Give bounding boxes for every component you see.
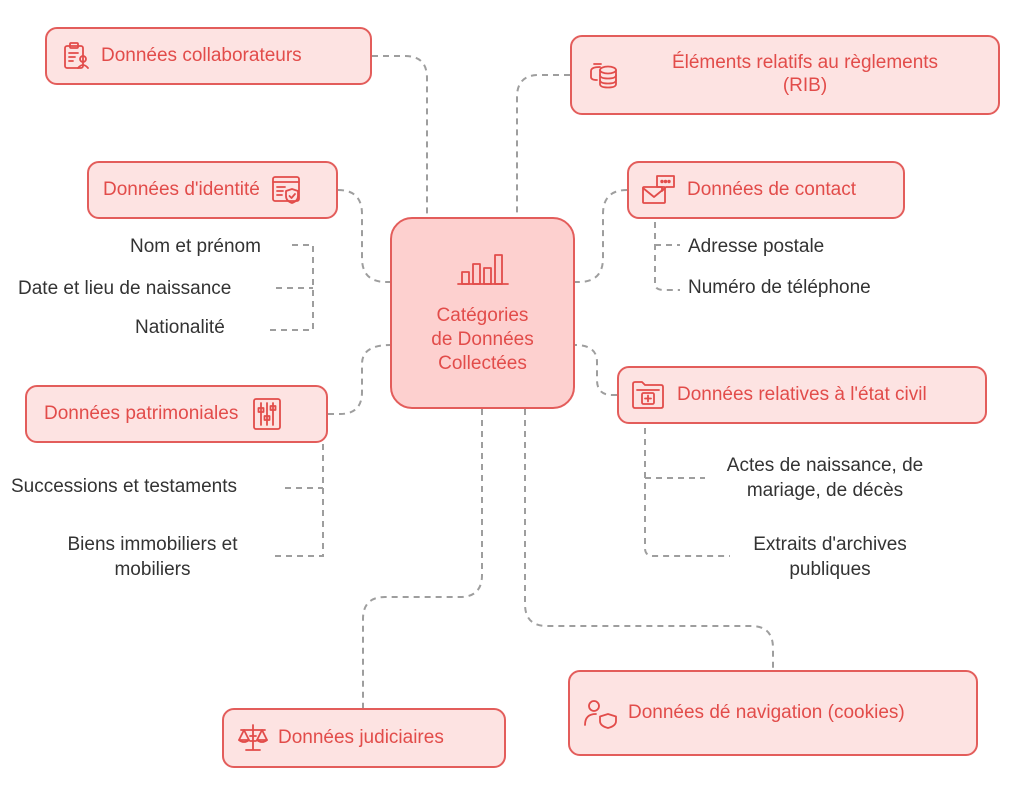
center-node: Catégories de Données Collectées bbox=[390, 217, 575, 409]
connector-contact bbox=[575, 189, 628, 283]
leaf-numero-telephone: Numéro de téléphone bbox=[688, 277, 871, 298]
leaf-date-lieu-naissance: Date et lieu de naissance bbox=[18, 278, 232, 299]
node-label: Données collaborateurs bbox=[101, 45, 302, 66]
center-title-line: Collectées bbox=[438, 353, 527, 375]
node-label: Données patrimoniales bbox=[44, 403, 239, 424]
node-identite: Données d'identité bbox=[87, 161, 338, 219]
connector-etat-civil bbox=[574, 344, 617, 396]
center-title-line: de Données bbox=[431, 328, 534, 350]
node-label-line: Éléments relatifs au règlements bbox=[671, 52, 939, 74]
node-label: Données judiciaires bbox=[278, 727, 444, 748]
connector-leaf-etat-civil bbox=[644, 428, 730, 557]
leaf-nom-prenom: Nom et prénom bbox=[130, 236, 261, 257]
center-title: Catégories de Données Collectées bbox=[431, 304, 533, 377]
node-label: Données relatives à l'état civil bbox=[677, 384, 927, 405]
node-contact: Données de contact bbox=[627, 161, 905, 219]
node-label: Éléments relatifs au règlements (RIB) bbox=[626, 52, 998, 98]
node-navigation: Données dé navigation (cookies) bbox=[568, 670, 978, 756]
connector-identite bbox=[337, 189, 390, 283]
node-label-line: (RIB) bbox=[782, 75, 828, 96]
mail-chat-icon bbox=[641, 173, 677, 207]
leaf-extraits: Extraits d'archives publiques bbox=[753, 534, 907, 581]
leaf-actes: Actes de naissance, de mariage, de décès bbox=[726, 455, 924, 502]
connector-patrimoniales bbox=[328, 344, 391, 415]
leaf-nationalite: Nationalité bbox=[135, 317, 225, 338]
connector-leaf-contact bbox=[654, 222, 680, 291]
connector-collaborateurs bbox=[372, 55, 428, 217]
node-judiciaires: Données judiciaires bbox=[222, 708, 506, 768]
leaf-adresse-postale: Adresse postale bbox=[688, 236, 825, 257]
bar-chart-icon bbox=[455, 250, 511, 292]
leaf-successions: Successions et testaments bbox=[11, 476, 237, 497]
node-label: Données d'identité bbox=[103, 179, 260, 200]
node-reglements: Éléments relatifs au règlements (RIB) bbox=[570, 35, 1000, 115]
node-label: Données dé navigation (cookies) bbox=[628, 702, 905, 723]
clipboard-user-icon bbox=[61, 41, 91, 71]
id-card-shield-icon bbox=[270, 173, 304, 207]
scales-icon bbox=[236, 722, 270, 754]
leaf-biens: Biens immobiliers et mobiliers bbox=[67, 534, 238, 581]
connector-navigation bbox=[524, 409, 774, 670]
node-etat-civil: Données relatives à l'état civil bbox=[617, 366, 987, 424]
connector-reglements bbox=[516, 74, 570, 217]
node-patrimoniales: Données patrimoniales bbox=[25, 385, 328, 443]
center-title-line: Catégories bbox=[436, 304, 529, 326]
coins-stack-icon bbox=[586, 58, 620, 92]
node-collaborateurs: Données collaborateurs bbox=[45, 27, 372, 85]
sliders-icon bbox=[252, 397, 282, 431]
medical-folder-icon bbox=[631, 379, 665, 411]
user-shield-icon bbox=[582, 696, 620, 730]
node-label: Données de contact bbox=[687, 179, 857, 200]
connector-judiciaires bbox=[362, 409, 483, 708]
connector-leaf-patrimoine bbox=[272, 444, 324, 557]
